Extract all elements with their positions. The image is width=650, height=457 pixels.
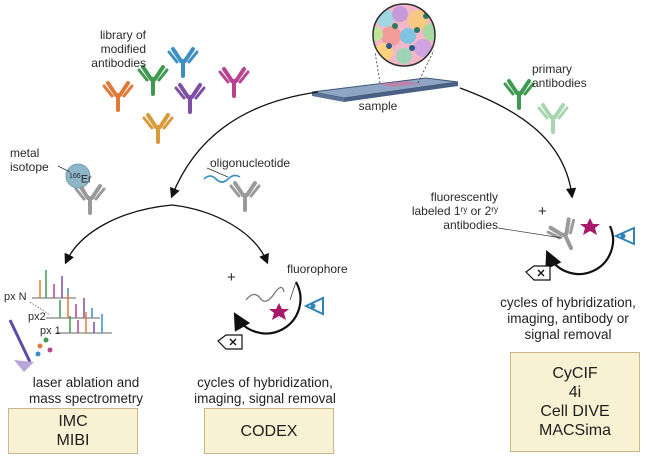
mass-spec-panel xyxy=(8,270,112,372)
sample-slide xyxy=(311,49,459,102)
plus-sign-right: + xyxy=(538,203,547,220)
plus-sign-codex: + xyxy=(227,269,236,286)
caption-codex-cycles: cycles of hybridization, imaging, signal… xyxy=(194,375,336,406)
antibody-green-icon xyxy=(137,65,169,96)
caption-laser-ablation: laser ablation and mass spectrometry xyxy=(28,375,144,406)
arrow-to-imc xyxy=(64,204,173,265)
metal-isotope-label: metal isotope xyxy=(10,146,49,174)
method-box-codex: CODEX xyxy=(204,408,334,454)
arrow-sample-to-right xyxy=(459,87,577,199)
primary-antibody-light-icon xyxy=(537,103,569,134)
arrow-sample-to-left xyxy=(170,91,319,199)
tissue-zoom-circle xyxy=(373,4,435,66)
method-codex: CODEX xyxy=(240,422,298,440)
oligo-antibody xyxy=(203,167,261,212)
method-imc: IMC xyxy=(58,413,88,430)
px-n-label: px N xyxy=(4,291,27,303)
method-box-imc-mibi: IMC MIBI xyxy=(8,408,138,454)
fluorescent-antibodies-label: fluorescently labeled 1ʳʸ or 2ʳʸ antibod… xyxy=(411,190,498,232)
caption-cyclic-if: cycles of hybridization, imaging, antibo… xyxy=(500,295,636,342)
method-macsima: MACSima xyxy=(538,422,611,439)
antibody-purple-icon xyxy=(174,83,206,114)
oligonucleotide-label: oligonucleotide xyxy=(210,156,291,170)
antibody-magenta-icon xyxy=(218,67,250,98)
arrow-to-codex xyxy=(171,204,269,265)
method-cell-dive: Cell DIVE xyxy=(540,403,610,420)
method-mibi: MIBI xyxy=(56,432,90,449)
metal-tagged-antibody xyxy=(57,163,106,215)
antibody-blue-icon xyxy=(167,47,199,78)
method-4i: 4i xyxy=(568,384,582,401)
cyclic-if-cycle xyxy=(497,215,635,281)
primary-antibody-icon xyxy=(503,79,535,110)
primary-antibodies-label: primary antibodies xyxy=(532,62,587,90)
antibody-gold-icon xyxy=(142,113,174,144)
library-label: library of modified antibodies xyxy=(91,28,146,70)
px-1-label: px 1 xyxy=(40,325,61,337)
isotope-symbol: 166Er xyxy=(69,173,92,186)
antibody-orange-icon xyxy=(102,81,134,112)
sample-label: sample xyxy=(358,99,398,113)
px-2-label: px2 xyxy=(28,311,46,323)
method-cycif: CyCIF xyxy=(552,365,598,382)
method-box-cyclic: CyCIF 4i Cell DIVE MACSima xyxy=(510,352,640,452)
codex-cycle xyxy=(217,281,324,350)
fluorophore-label: fluorophore xyxy=(287,262,348,276)
